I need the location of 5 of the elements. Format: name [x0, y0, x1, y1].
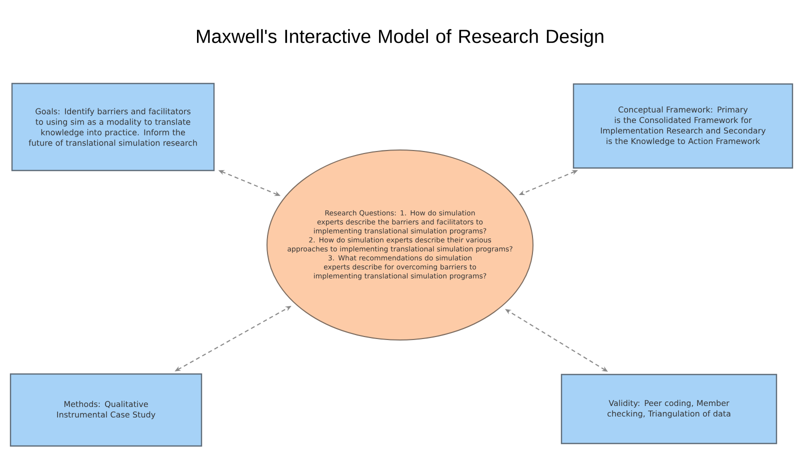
text-box: Goals: Identify barriers and facilitators to using sim as a modality to translate knowledge into practice. Inform the future of translational simulation research: [11, 82, 215, 172]
text-box: Validity: Peer coding, Member checking, Triangulation of data: [560, 374, 778, 444]
title: Maxwell's Interactive Model of Research Design: [197, 29, 604, 47]
text-box: Methods: Qualitative Instrumental Case Study: [10, 373, 202, 447]
text-box: Conceptual Framework: Primary is the Consolidated Framework for Implementation Research and Secondary is the Knowledge to Action Framework: [572, 83, 794, 169]
